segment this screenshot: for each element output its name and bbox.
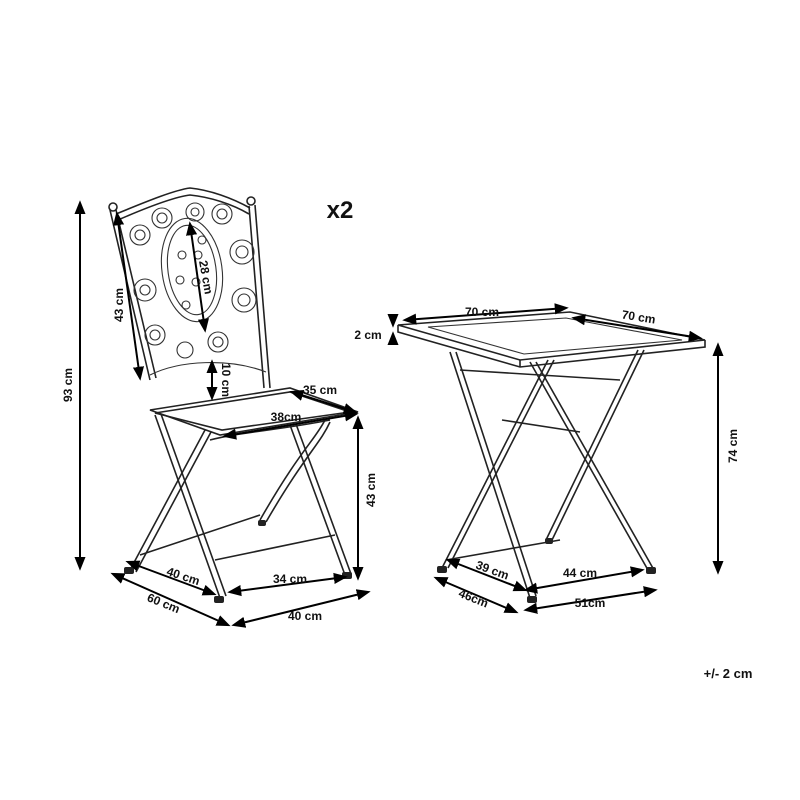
table-base-inner-width-label: 44 cm: [563, 566, 597, 580]
table-height-label: 74 cm: [726, 429, 740, 463]
table-top-depth-label: 70 cm: [621, 307, 657, 326]
table-dimension-labels: 70 cm 70 cm 2 cm 74 cm 39 cm 44 cm 46cm …: [354, 305, 740, 611]
chair-dimension-labels: 93 cm 43 cm 28 cm 10 cm 35 cm 38cm 43 cm…: [61, 259, 378, 623]
quantity-label: x2: [327, 197, 354, 224]
chair-base-depth-front-label: 40 cm: [165, 564, 202, 588]
chair-base-inner-label: 34 cm: [273, 572, 307, 586]
table-dimension-lines: [387, 303, 724, 614]
chair-seat-width-label: 38cm: [271, 410, 302, 424]
table-base-outer-width-label: 51cm: [575, 596, 606, 610]
table-base-outer-depth-label: 46cm: [457, 586, 491, 610]
tolerance-note: +/- 2 cm: [704, 666, 753, 681]
chair-backrest-gap-label: 10 cm: [219, 363, 233, 397]
chair-base-depth-outer-label: 60 cm: [145, 590, 182, 616]
table-top-thickness-label: 2 cm: [354, 328, 381, 342]
table-top-width-label: 70 cm: [465, 305, 499, 319]
chair-seat-depth-label: 35 cm: [303, 383, 337, 397]
backrest-ornament: [129, 202, 267, 376]
table-base-inner-depth-label: 39 cm: [474, 558, 511, 583]
chair-backrest-panel-label: 28 cm: [196, 259, 216, 295]
chair-total-height-label: 93 cm: [61, 368, 75, 402]
chair-backrest-height-label: 43 cm: [112, 288, 126, 322]
table-drawing: [397, 311, 706, 603]
chair-dimension-lines: [74, 200, 371, 628]
chair-base-width-label: 40 cm: [288, 609, 322, 623]
chair-seat-height-label: 43 cm: [364, 473, 378, 507]
